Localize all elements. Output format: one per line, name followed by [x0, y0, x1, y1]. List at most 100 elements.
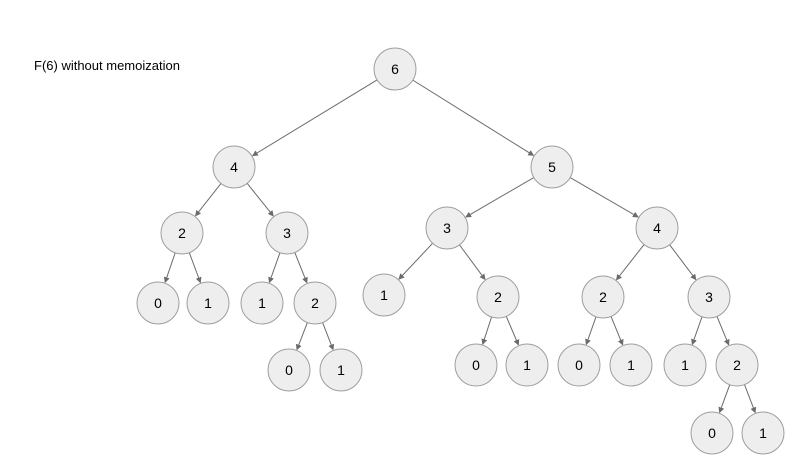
node-label: 5	[548, 159, 556, 175]
tree-edge	[615, 244, 645, 281]
node-circle	[635, 206, 679, 250]
node-circle	[265, 211, 309, 255]
node-label: 2	[494, 289, 502, 305]
node-circle	[293, 281, 337, 325]
tree-edge	[465, 177, 535, 218]
node-circle	[557, 343, 601, 387]
tree-node: 1	[609, 343, 653, 387]
tree-node: 2	[293, 281, 337, 325]
tree-edge	[188, 252, 202, 284]
node-label: 4	[653, 220, 661, 236]
node-label: 2	[733, 357, 741, 373]
node-label: 4	[230, 159, 238, 175]
tree-node: 2	[715, 343, 759, 387]
tree-node: 0	[690, 411, 734, 455]
tree-edge	[295, 322, 308, 351]
tree-node: 1	[319, 348, 363, 392]
node-circle	[609, 343, 653, 387]
node-circle	[454, 343, 498, 387]
tree-edge	[163, 252, 176, 284]
tree-edge	[744, 384, 757, 414]
node-label: 1	[681, 357, 689, 373]
node-label: 2	[599, 289, 607, 305]
tree-edge	[716, 316, 730, 346]
node-circle	[687, 275, 731, 319]
tree-edge	[669, 244, 697, 281]
node-label: 1	[380, 287, 388, 303]
node-label: 0	[708, 425, 716, 441]
node-label: 3	[705, 289, 713, 305]
node-circle	[267, 348, 311, 392]
tree-node: 4	[212, 145, 256, 189]
node-circle	[690, 411, 734, 455]
tree-node: 3	[265, 211, 309, 255]
tree-node: 1	[663, 343, 707, 387]
tree-node: 1	[505, 343, 549, 387]
node-label: 3	[283, 225, 291, 241]
node-circle	[373, 47, 417, 91]
tree-node: 1	[741, 411, 785, 455]
node-circle	[715, 343, 759, 387]
tree-edge	[610, 316, 624, 346]
tree-edge	[246, 183, 274, 217]
tree-edge	[718, 384, 731, 414]
tree-node: 4	[635, 206, 679, 250]
tree-node: 0	[454, 343, 498, 387]
tree-node: 1	[240, 281, 284, 325]
tree-node: 3	[425, 206, 469, 250]
tree-node: 3	[687, 275, 731, 319]
tree-node: 0	[267, 348, 311, 392]
node-circle	[212, 145, 256, 189]
tree-node: 0	[557, 343, 601, 387]
diagram-title: F(6) without memoization	[34, 58, 180, 73]
node-label: 1	[627, 357, 635, 373]
node-label: 2	[178, 225, 186, 241]
node-label: 3	[443, 220, 451, 236]
tree-edge	[398, 242, 433, 280]
node-circle	[741, 411, 785, 455]
node-label: 2	[311, 295, 319, 311]
tree-edge	[569, 177, 639, 218]
node-circle	[362, 273, 406, 317]
node-label: 0	[472, 357, 480, 373]
tree-edge	[585, 316, 597, 346]
tree-node: 1	[186, 281, 230, 325]
node-label: 0	[154, 295, 162, 311]
tree-node: 2	[476, 275, 520, 319]
tree-node: 6	[373, 47, 417, 91]
node-circle	[136, 281, 180, 325]
tree-node: 2	[160, 211, 204, 255]
node-label: 0	[575, 357, 583, 373]
tree-edge	[505, 316, 520, 346]
node-circle	[530, 145, 574, 189]
node-circle	[505, 343, 549, 387]
node-circle	[319, 348, 363, 392]
node-circle	[663, 343, 707, 387]
tree-edge	[412, 79, 535, 156]
tree-node: 0	[136, 281, 180, 325]
node-label: 0	[285, 362, 293, 378]
tree-edge	[251, 79, 378, 157]
tree-edge	[268, 252, 281, 284]
node-label: 1	[523, 357, 531, 373]
tree-edge	[322, 322, 335, 351]
node-circle	[476, 275, 520, 319]
node-circle	[240, 281, 284, 325]
tree-edge	[459, 244, 486, 281]
node-circle	[581, 275, 625, 319]
tree-node: 1	[362, 273, 406, 317]
node-circle	[186, 281, 230, 325]
node-label: 6	[391, 61, 399, 77]
tree-node: 2	[581, 275, 625, 319]
tree-edge	[194, 183, 222, 217]
node-circle	[160, 211, 204, 255]
tree-edge	[691, 316, 703, 346]
tree-edge	[481, 316, 493, 346]
node-label: 1	[204, 295, 212, 311]
node-label: 1	[258, 295, 266, 311]
node-circle	[425, 206, 469, 250]
tree-edge	[294, 252, 308, 284]
node-label: 1	[759, 425, 767, 441]
tree-node: 5	[530, 145, 574, 189]
